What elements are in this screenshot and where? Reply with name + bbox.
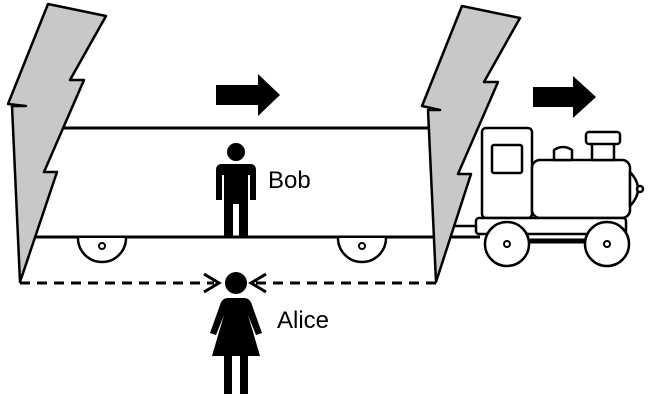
train-car: [34, 126, 480, 239]
motion-arrow-icon: [533, 76, 596, 118]
bob-label: Bob: [268, 167, 311, 194]
alice-label: Alice: [277, 307, 330, 334]
locomotive-icon: [440, 126, 645, 236]
arrowhead-right-icon: [248, 272, 267, 294]
loco-wheel-front: [483, 220, 531, 268]
motion-arrow-icon: [216, 74, 280, 116]
loco-wheel-rear: [583, 220, 631, 268]
car-wheel-left: [76, 237, 128, 264]
lightning-bolt-left-icon: [6, 2, 108, 284]
alice-person-icon: [210, 272, 262, 394]
car-wheel-right: [336, 237, 388, 264]
bob-person-icon: [216, 143, 256, 237]
lightning-bolt-right-icon: [420, 4, 522, 284]
arrowhead-left-icon: [203, 272, 222, 294]
